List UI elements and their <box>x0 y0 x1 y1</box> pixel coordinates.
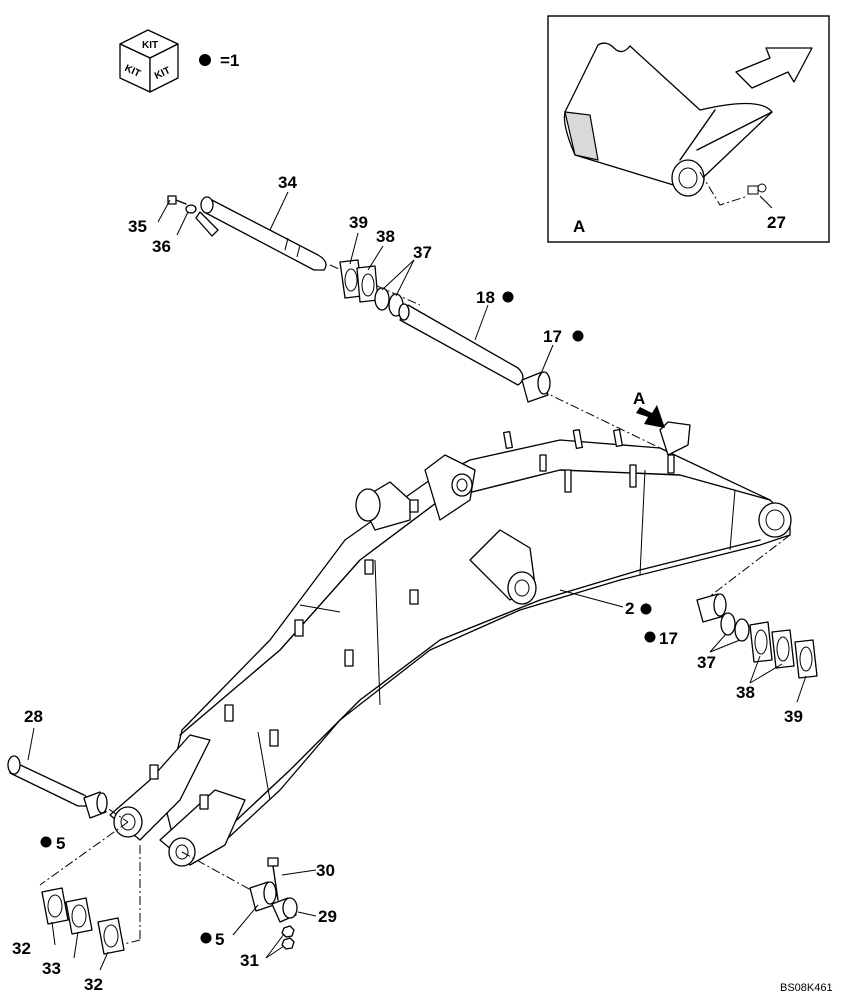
sleeve-29 <box>271 897 298 923</box>
callout-29: 29 <box>318 907 337 926</box>
kit-marker-2 <box>640 603 652 615</box>
kit-marker-17a <box>572 330 584 342</box>
bullet-dot-icon <box>199 54 211 66</box>
callout-39b: 39 <box>784 707 803 726</box>
bushing-17a <box>521 371 551 403</box>
bushing-5b <box>249 881 277 912</box>
kit-equals-text: =1 <box>220 51 239 70</box>
o-ring-37d <box>734 618 750 642</box>
view-a-arrow-icon <box>636 405 665 428</box>
o-ring-37c <box>720 612 736 636</box>
kit-label-top: KIT <box>142 40 158 51</box>
kit-marker-5b <box>200 932 212 944</box>
center-lines <box>39 264 791 946</box>
kit-box-icon: KIT KIT KIT <box>119 29 179 93</box>
callout-5a: 5 <box>56 834 65 853</box>
shim-32b <box>97 917 125 955</box>
kit-marker-17b <box>644 631 656 643</box>
nut-31b <box>281 937 295 950</box>
callout-17b: 17 <box>659 629 678 648</box>
hose-clips <box>149 428 675 810</box>
callout-39a: 39 <box>349 213 368 232</box>
callout-5b: 5 <box>215 930 224 949</box>
top-pin-parts <box>167 195 551 403</box>
bushing-17b <box>696 593 727 623</box>
grease-fitting-icon <box>747 183 767 195</box>
kit-legend: KIT KIT KIT =1 <box>119 29 239 93</box>
callout-38b: 38 <box>736 683 755 702</box>
kit-marker-18 <box>502 291 514 303</box>
shim-33 <box>65 897 93 935</box>
view-direction-arrow-icon <box>735 47 813 89</box>
callout-37b: 37 <box>697 653 716 672</box>
callout-labels: 34 35 36 39 38 37 18 17 2 17 37 38 39 28… <box>12 173 803 994</box>
shim-38b <box>749 621 773 663</box>
callout-30: 30 <box>316 861 335 880</box>
shim-32a <box>41 887 69 925</box>
callout-38a: 38 <box>376 227 395 246</box>
callout-31: 31 <box>240 951 259 970</box>
detail-view-a: 27 A <box>547 15 830 243</box>
nut-31a <box>281 925 295 938</box>
callout-32a: 32 <box>12 939 31 958</box>
o-ring-37a <box>374 287 390 311</box>
bolt-35 <box>167 195 187 205</box>
callout-37a: 37 <box>413 243 432 262</box>
drawing-code: BS08K461 <box>780 982 833 994</box>
callout-28: 28 <box>24 707 43 726</box>
view-a-marker: A <box>633 389 645 408</box>
callout-17a: 17 <box>543 327 562 346</box>
leader-lines <box>27 191 807 971</box>
shim-38c <box>771 629 795 669</box>
callout-2: 2 <box>625 599 634 618</box>
callout-34: 34 <box>278 173 297 192</box>
callout-35: 35 <box>128 217 147 236</box>
boom-assembly: A <box>109 389 792 867</box>
callout-36: 36 <box>152 237 171 256</box>
kit-marker-5a <box>40 836 52 848</box>
detail-view-label: A <box>573 217 585 236</box>
foot-parts <box>7 755 298 955</box>
callout-32b: 32 <box>84 975 103 994</box>
right-side-parts <box>696 593 818 679</box>
callout-33: 33 <box>42 959 61 978</box>
washer-36 <box>185 204 197 214</box>
shim-39b <box>794 639 818 679</box>
bolt-30 <box>267 857 279 901</box>
callout-27: 27 <box>767 213 786 232</box>
callout-18: 18 <box>476 288 495 307</box>
bushing-5a <box>83 791 108 819</box>
